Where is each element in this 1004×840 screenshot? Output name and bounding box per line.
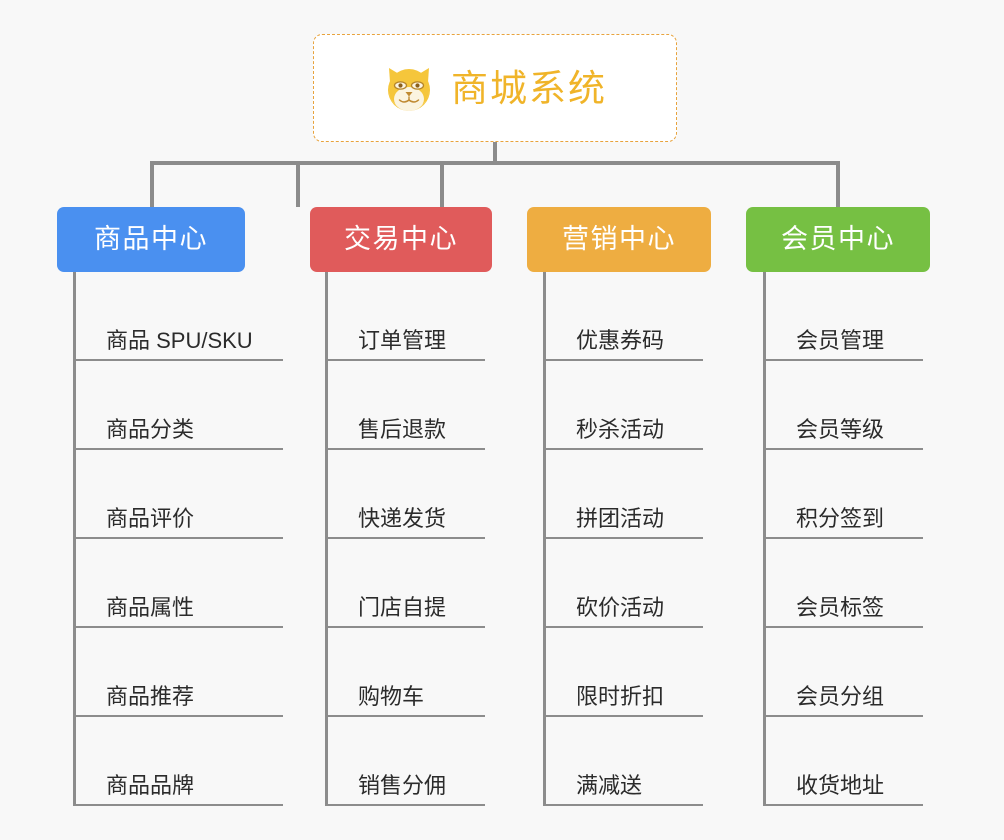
leaf-column-member: 会员管理 会员等级 积分签到 会员标签 会员分组 收货地址: [763, 272, 923, 806]
connector-drop-2: [296, 161, 300, 207]
category-box-product[interactable]: 商品中心: [57, 207, 245, 272]
list-item[interactable]: 商品评价: [76, 450, 283, 539]
category-box-member[interactable]: 会员中心: [746, 207, 930, 272]
list-item[interactable]: 砍价活动: [546, 539, 703, 628]
list-item[interactable]: 商品推荐: [76, 628, 283, 717]
shiba-dog-mascot-icon: [388, 68, 430, 111]
list-item[interactable]: 积分签到: [766, 450, 923, 539]
leaf-label: 销售分佣: [358, 772, 447, 798]
list-item[interactable]: 秒杀活动: [546, 361, 703, 450]
leaf-label: 收货地址: [796, 772, 885, 798]
list-item[interactable]: 售后退款: [328, 361, 485, 450]
root-node-card[interactable]: 商城系统: [313, 34, 677, 142]
list-item[interactable]: 门店自提: [328, 539, 485, 628]
leaf-label: 会员等级: [796, 416, 885, 442]
list-item[interactable]: 商品属性: [76, 539, 283, 628]
leaf-label: 商品评价: [106, 505, 195, 531]
leaf-label: 满减送: [576, 772, 643, 798]
category-label-marketing: 营销中心: [562, 224, 676, 254]
leaf-label: 售后退款: [358, 416, 447, 442]
list-item[interactable]: 收货地址: [766, 717, 923, 806]
category-box-marketing[interactable]: 营销中心: [527, 207, 711, 272]
list-item[interactable]: 优惠券码: [546, 272, 703, 361]
leaf-label: 拼团活动: [576, 505, 665, 531]
category-label-product: 商品中心: [94, 224, 208, 254]
leaf-label: 快递发货: [358, 505, 447, 531]
list-item[interactable]: 拼团活动: [546, 450, 703, 539]
leaf-column-product: 商品 SPU/SKU 商品分类 商品评价 商品属性 商品推荐 商品品牌: [73, 272, 283, 806]
connector-drop-1: [150, 161, 154, 207]
list-item[interactable]: 限时折扣: [546, 628, 703, 717]
leaf-label: 优惠券码: [576, 327, 665, 353]
connector-root-stem: [493, 142, 497, 163]
leaf-label: 门店自提: [358, 594, 447, 620]
connector-horizontal-bar: [150, 161, 840, 165]
leaf-label: 订单管理: [358, 327, 447, 353]
list-item[interactable]: 满减送: [546, 717, 703, 806]
leaf-label: 会员标签: [796, 594, 885, 620]
category-box-trade[interactable]: 交易中心: [310, 207, 492, 272]
leaf-label: 商品属性: [106, 594, 195, 620]
list-item[interactable]: 会员等级: [766, 361, 923, 450]
leaf-label: 砍价活动: [576, 594, 665, 620]
leaf-column-marketing: 优惠券码 秒杀活动 拼团活动 砍价活动 限时折扣 满减送: [543, 272, 703, 806]
list-item[interactable]: 商品 SPU/SKU: [76, 272, 283, 361]
category-label-member: 会员中心: [781, 224, 895, 254]
list-item[interactable]: 购物车: [328, 628, 485, 717]
list-item[interactable]: 订单管理: [328, 272, 485, 361]
leaf-label: 商品品牌: [106, 772, 195, 798]
leaf-column-trade: 订单管理 售后退款 快递发货 门店自提 购物车 销售分佣: [325, 272, 485, 806]
leaf-label: 会员分组: [796, 683, 885, 709]
connector-drop-4: [836, 161, 840, 207]
leaf-label: 限时折扣: [576, 683, 665, 709]
list-item[interactable]: 商品品牌: [76, 717, 283, 806]
leaf-label: 会员管理: [796, 327, 885, 353]
leaf-label: 购物车: [358, 683, 425, 709]
leaf-label: 商品分类: [106, 416, 195, 442]
list-item[interactable]: 商品分类: [76, 361, 283, 450]
leaf-label: 秒杀活动: [576, 416, 665, 442]
list-item[interactable]: 会员标签: [766, 539, 923, 628]
leaf-label: 商品 SPU/SKU: [106, 327, 253, 353]
leaf-label: 商品推荐: [106, 683, 195, 709]
list-item[interactable]: 销售分佣: [328, 717, 485, 806]
list-item[interactable]: 会员管理: [766, 272, 923, 361]
list-item[interactable]: 快递发货: [328, 450, 485, 539]
list-item[interactable]: 会员分组: [766, 628, 923, 717]
connector-drop-3: [440, 161, 444, 207]
root-node-title: 商城系统: [451, 67, 607, 109]
leaf-label: 积分签到: [796, 505, 885, 531]
category-label-trade: 交易中心: [344, 224, 458, 254]
